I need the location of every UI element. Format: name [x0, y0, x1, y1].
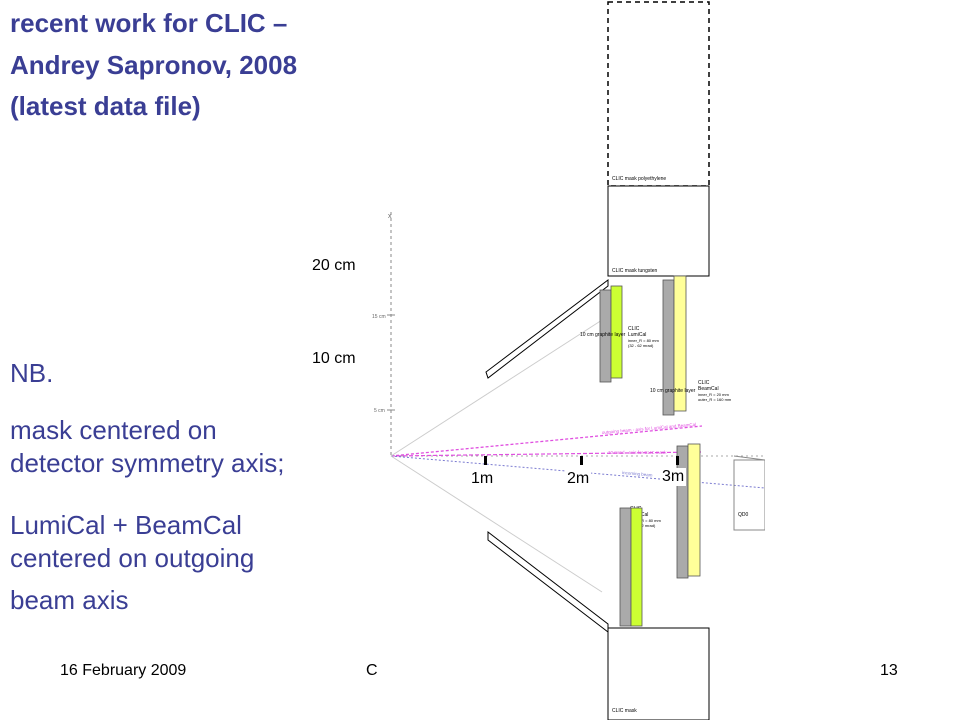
- graphite-top-beam: [662, 279, 675, 416]
- tick-label-5cm: 5 cm: [374, 408, 385, 414]
- qd0-label: QD0: [738, 512, 749, 518]
- title-line-1: recent work for CLIC –: [10, 8, 288, 38]
- beamcal-top: [673, 275, 687, 412]
- mask-slant-bottom: [487, 530, 609, 634]
- mask-tungsten-label: CLIC mask tungsten: [612, 268, 658, 274]
- x-label-1m: 1m: [469, 470, 496, 488]
- beam-top-label-4: outer_R = 160 mm: [698, 397, 732, 402]
- y-label-20cm: 20 cm: [310, 257, 358, 275]
- cone-lower-line: [390, 455, 603, 593]
- mask-tungsten-top: [607, 185, 710, 277]
- graphite-bottom-beam: [676, 445, 689, 579]
- lumical-bottom: [630, 507, 643, 627]
- graphite-label-2: 10 cm graphite layer: [650, 388, 696, 394]
- mrad-axis: [390, 451, 703, 457]
- qd0-outline-top: [733, 455, 765, 461]
- qd0-outline: [733, 459, 765, 531]
- graphite-label-1: 10 cm graphite layer: [580, 332, 626, 338]
- mask-note-line-2: detector symmetry axis;: [10, 448, 285, 478]
- incoming-beam-label: incoming beam: [622, 470, 653, 478]
- nb-label: NB.: [10, 358, 54, 388]
- lumi-top-label-1: CLIC: [628, 326, 640, 332]
- lumi-bottom-label-4: (32 - 62 mrad): [630, 523, 656, 528]
- mask-slant-top: [485, 278, 609, 379]
- mask-polyethylene: [607, 1, 710, 187]
- mrad-axis-label: 10 mrad - axis for CLIC mask: [608, 450, 667, 455]
- outgoing-beam-axis: [390, 425, 703, 457]
- x-tick-3m: [676, 456, 679, 465]
- x-label-2m: 2m: [565, 470, 592, 488]
- mask-note-line-1: mask centered on: [10, 415, 217, 445]
- mask-bottom-label: CLIC mask: [612, 708, 637, 714]
- x-label-3m: 3m: [660, 468, 687, 486]
- diagram-drawing: x 15 cm 5 cm CLIC mask polyethylene CLIC…: [372, 1, 765, 720]
- beam-top-label-3: inner_R = 20 mm: [698, 392, 729, 397]
- lumi-top-label-4: (32 - 62 mrad): [628, 343, 654, 348]
- beamcal-bottom: [687, 443, 701, 577]
- graphite-bottom-lumi: [619, 507, 632, 627]
- lumi-top-label-2: LumiCal: [628, 332, 646, 338]
- axis-x-letter: x: [388, 213, 392, 220]
- lumical-top: [610, 285, 623, 379]
- title-line-3: (latest data file): [10, 91, 201, 121]
- footer-date: 16 February 2009: [60, 662, 187, 679]
- y-label-10cm: 10 cm: [310, 350, 358, 368]
- lumi-note-line-1: LumiCal + BeamCal: [10, 510, 242, 540]
- tick-label-15cm: 15 cm: [372, 314, 386, 320]
- lumi-note-line-3: beam axis: [10, 585, 129, 615]
- beam-top-label-2: BeamCal: [698, 386, 719, 392]
- incoming-beam-axis: [390, 455, 765, 489]
- lumi-note-line-2: centered on outgoing: [10, 543, 255, 573]
- x-tick-1m: [484, 456, 487, 465]
- mask-poly-label: CLIC mask polyethylene: [612, 176, 666, 182]
- beam-top-label-1: CLIC: [698, 380, 710, 386]
- cone-upper-line: [390, 319, 603, 457]
- lumi-bottom-label-3: inner_R = 80 mm: [630, 518, 661, 523]
- page-number: 13: [880, 662, 898, 679]
- detector-diagram: x 15 cm 5 cm CLIC mask polyethylene CLIC…: [310, 0, 765, 720]
- footer-fragment: C: [366, 662, 378, 679]
- lumi-top-label-3: inner_R = 80 mm: [628, 338, 659, 343]
- mask-bottom: [607, 627, 710, 720]
- x-tick-2m: [580, 456, 583, 465]
- title-line-2: Andrey Sapronov, 2008: [10, 50, 298, 80]
